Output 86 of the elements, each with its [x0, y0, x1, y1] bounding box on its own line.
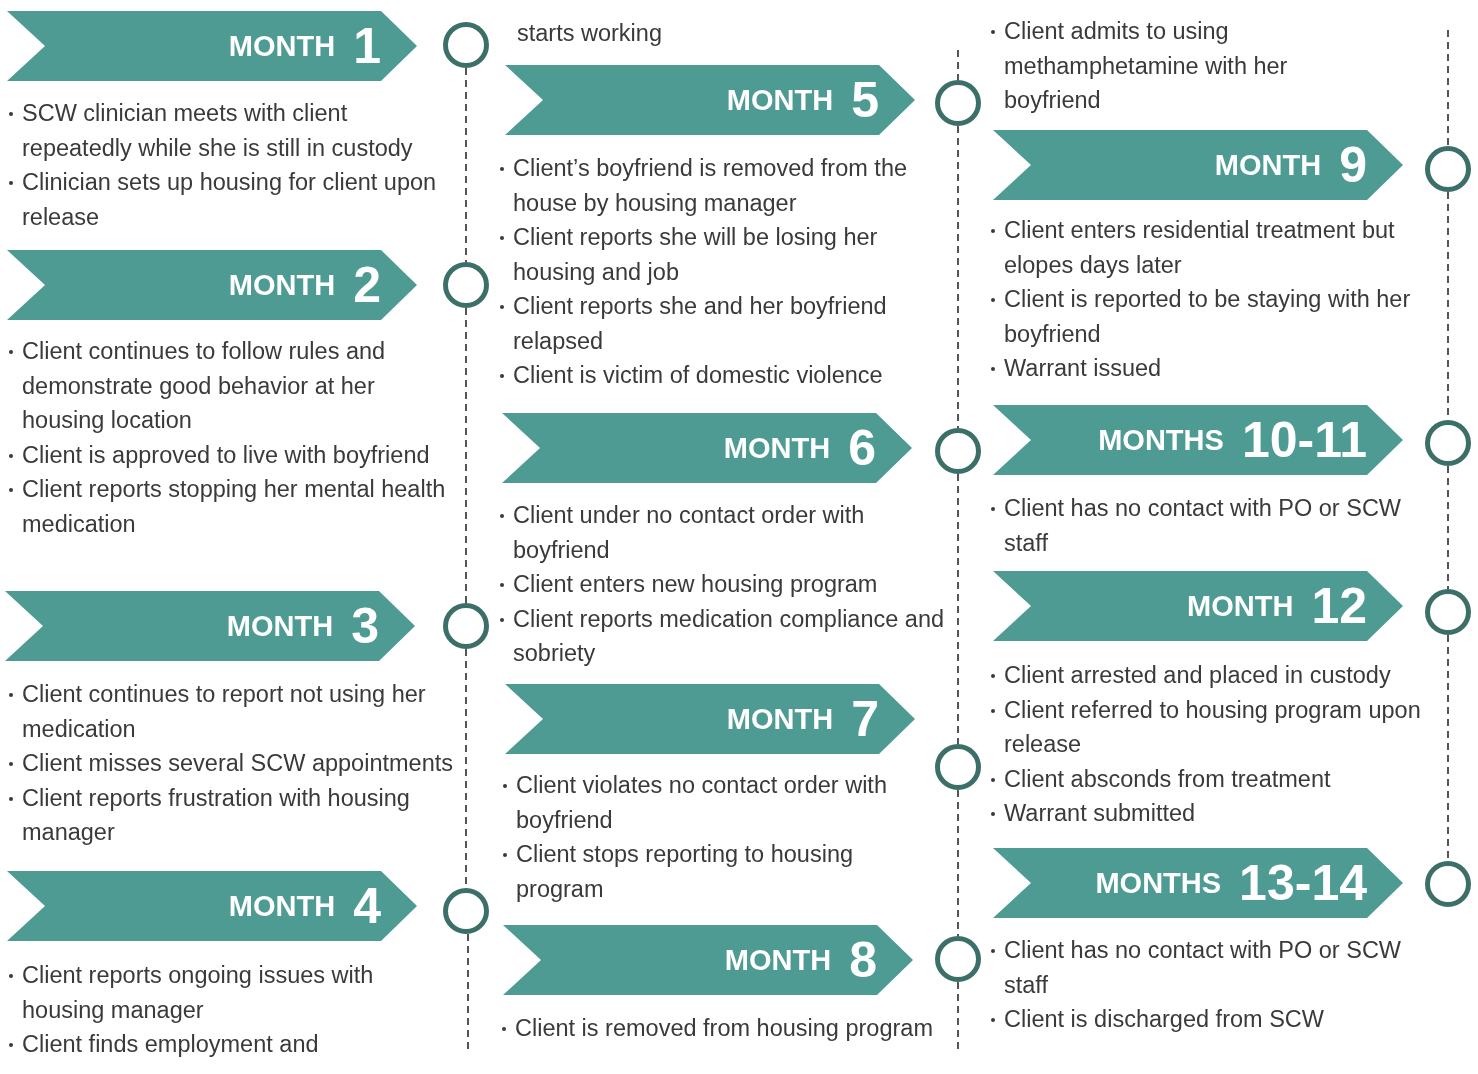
- chevron-banner: [505, 65, 915, 135]
- month-number: 13-14: [1239, 855, 1367, 911]
- bullet-text: Client reports she and her boyfriend relapsed: [513, 292, 888, 356]
- bullet-text: Client reports stopping her mental health medication: [22, 475, 447, 539]
- banner-label: MONTH: [228, 889, 336, 923]
- bullet-text: Clinician sets up housing for client upon release: [22, 168, 438, 232]
- bullet-text: Client has no contact with PO or SCW staff: [1004, 494, 1403, 558]
- timeline-line: [465, 307, 467, 604]
- month-number: 5: [851, 72, 879, 128]
- month-number: 9: [1339, 137, 1367, 193]
- bullet-text: Client is removed from housing program: [515, 1014, 934, 1043]
- bullet-text: Client reports frustration with housing manager: [22, 783, 411, 847]
- banner-label: MONTH: [226, 609, 334, 643]
- chevron-banner: [993, 571, 1403, 641]
- month-number: 1: [353, 18, 381, 74]
- bullet-text: Client referred to housing program upon release: [1004, 695, 1422, 759]
- banner-label: MONTH: [723, 431, 831, 465]
- bullet-text: Client continues to follow rules and demonstrate good behavior at her housing location: [22, 337, 387, 435]
- month-number: 8: [849, 932, 877, 988]
- bullet-text: Client admits to using methamphetamine with her boyfriend: [1004, 17, 1289, 115]
- chevron-banner: [5, 591, 415, 661]
- bullet-text: Client reports she will be losing her housing and job: [513, 223, 879, 287]
- bullet-text: Client stops reporting to housing program: [516, 840, 855, 904]
- month-number: 4: [353, 878, 381, 934]
- bullet-text: Client’s boyfriend is removed from the house by housing manager: [513, 154, 908, 218]
- timeline-circle: [1425, 589, 1471, 635]
- bullet-text: Client reports medication compliance and sobriety: [513, 604, 946, 668]
- month-number: 7: [851, 691, 879, 747]
- bullet-text: Client absconds from treatment: [1004, 764, 1332, 794]
- banner-label: MONTH: [228, 29, 336, 63]
- timeline-circle: [443, 22, 489, 68]
- bullet-text: Client has no contact with PO or SCW staff: [1004, 936, 1403, 1000]
- chevron-banner: [505, 684, 915, 754]
- banner-label: MONTH: [726, 83, 834, 117]
- bullet-text: Client finds employment and: [22, 1030, 320, 1059]
- bullet-text: Client is reported to be staying with her boyfriend: [1004, 285, 1412, 349]
- month-number: 2: [353, 257, 381, 313]
- timeline-circle: [935, 744, 981, 790]
- timeline-circle: [935, 80, 981, 126]
- timeline-circle: [1425, 420, 1471, 466]
- timeline-line: [957, 473, 959, 745]
- chevron-banner: [502, 413, 912, 483]
- banner-label: MONTHS: [1095, 866, 1222, 900]
- bullet-text: Client enters new housing program: [513, 570, 879, 599]
- chevron-banner: [503, 925, 913, 995]
- bullet-text: Client under no contact order with boyfriend: [513, 501, 866, 565]
- bullet-text: Warrant issued: [1004, 354, 1163, 383]
- chevron-banner: [7, 250, 417, 320]
- chevron-banner: [993, 848, 1403, 918]
- banner-label: MONTHS: [1098, 423, 1224, 457]
- banner-label: MONTH: [1214, 148, 1322, 182]
- bullet-text: Client arrested and placed in custody: [1004, 661, 1392, 690]
- timeline-circle: [935, 428, 981, 474]
- timeline-line: [1447, 465, 1449, 590]
- timeline-circle: [443, 603, 489, 649]
- chevron-banner: [7, 11, 417, 81]
- timeline-circle: [443, 262, 489, 308]
- month-number: 6: [848, 420, 876, 476]
- chevron-banner: [993, 405, 1403, 475]
- bullet-text: Client violates no contact order with boyfriend: [516, 771, 888, 835]
- timeline-circle: [1425, 146, 1471, 192]
- banner-label: MONTH: [726, 702, 834, 736]
- timeline-circle: [1425, 861, 1471, 907]
- banner-label: MONTH: [228, 268, 336, 302]
- bullet-text: Client continues to report not using her medication: [22, 680, 427, 744]
- bullet-text: starts working: [517, 19, 663, 48]
- bullet-text: Client enters residential treatment but elopes days later: [1004, 216, 1396, 280]
- bullet-text: Client is approved to live with boyfriend: [22, 440, 431, 470]
- bullet-text: Warrant submitted: [1004, 799, 1197, 828]
- chevron-banner: [7, 871, 417, 941]
- bullet-text: Client is discharged from SCW: [1004, 1005, 1325, 1034]
- timeline-line: [465, 67, 467, 263]
- banner-label: MONTH: [724, 943, 832, 977]
- month-number: 12: [1311, 578, 1367, 634]
- bullet-text: SCW clinician meets with client repeatedly while she is still in custody: [22, 99, 414, 163]
- timeline-line: [957, 125, 959, 429]
- timeline-circle: [935, 936, 981, 982]
- month-number: 3: [351, 598, 379, 654]
- bullet-text: Client misses several SCW appointments: [22, 749, 454, 778]
- bullet-text: Client is victim of domestic violence: [513, 361, 884, 390]
- month-number: 10-11: [1241, 412, 1367, 468]
- chevron-banner: [993, 130, 1403, 200]
- bullet-text: Client reports ongoing issues with housing manager: [22, 961, 375, 1025]
- banner-label: MONTH: [1187, 589, 1294, 623]
- timeline-line: [957, 789, 959, 937]
- timeline-circle: [443, 888, 489, 934]
